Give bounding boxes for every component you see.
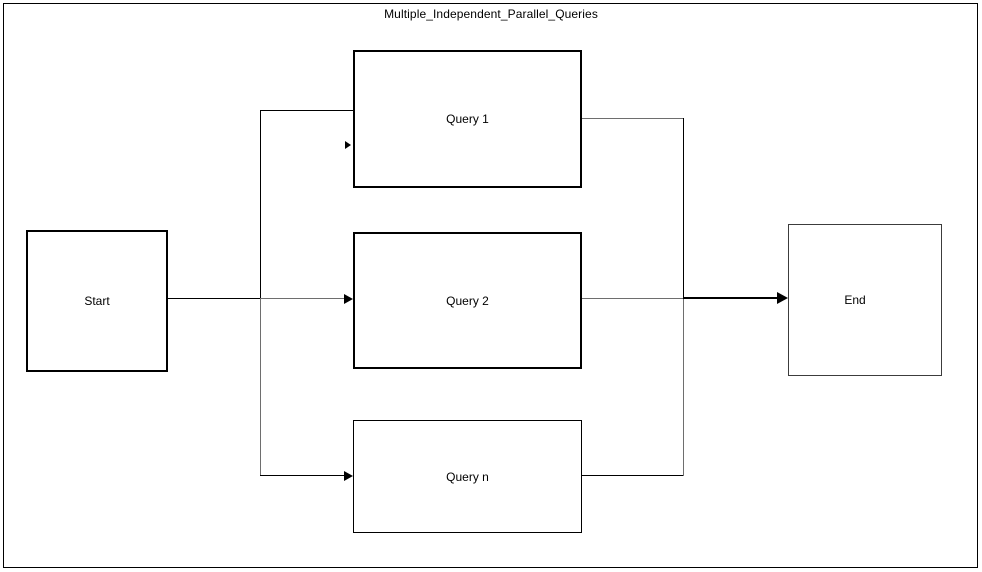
edge-trunk-to-queryn (260, 475, 344, 476)
node-query2-label: Query 2 (446, 293, 489, 308)
node-queryn[interactable]: Query n (353, 420, 582, 533)
edge-query1-to-merge (582, 118, 683, 119)
edge-queryn-to-merge (582, 475, 683, 476)
arrowhead-query2-icon (344, 294, 353, 304)
edge-merge-to-end (683, 297, 778, 299)
edge-merge-upper (683, 118, 684, 299)
edge-trunk-to-query1 (260, 110, 355, 111)
node-start-label: Start (84, 294, 110, 308)
diagram-title: Multiple_Independent_Parallel_Queries (384, 7, 598, 21)
node-query1-label: Query 1 (446, 112, 489, 126)
node-query2[interactable]: Query 2 (353, 232, 582, 369)
node-query1[interactable]: Query 1 (353, 50, 582, 188)
edge-trunk-to-query2 (260, 298, 344, 299)
node-end-label: End (844, 293, 866, 307)
canvas-border (3, 3, 978, 568)
node-start[interactable]: Start (26, 230, 168, 372)
arrowhead-end-icon (777, 292, 788, 304)
arrowhead-query1-icon (345, 141, 351, 149)
arrowhead-queryn-icon (344, 471, 353, 481)
edge-trunk-lower (260, 299, 261, 476)
edge-merge-lower (683, 299, 684, 476)
node-end[interactable]: End (788, 224, 942, 376)
edge-query2-to-merge (582, 298, 683, 299)
edge-start-to-trunk (168, 298, 260, 299)
edge-trunk-upper (260, 110, 261, 299)
node-queryn-label: Query n (446, 469, 489, 484)
